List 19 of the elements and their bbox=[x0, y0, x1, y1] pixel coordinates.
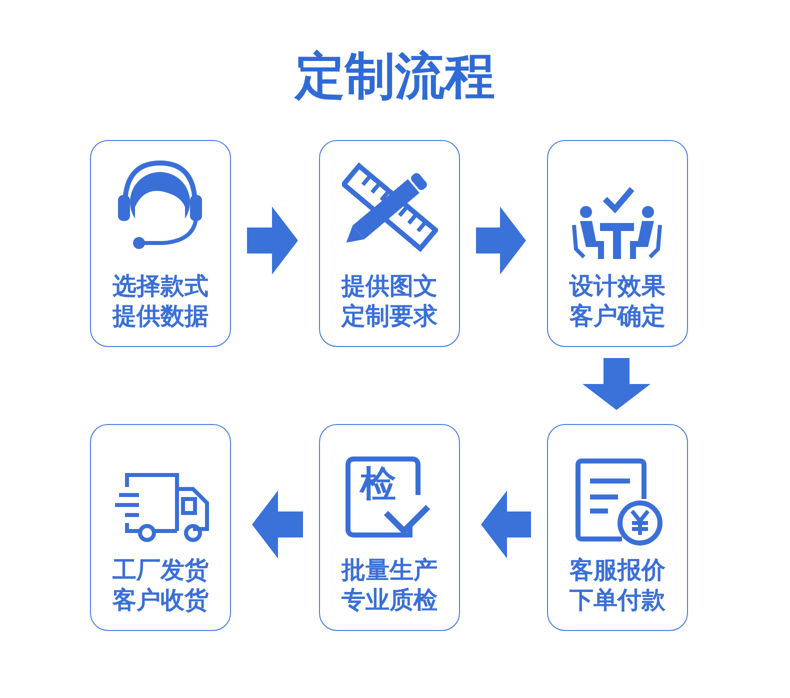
arrow bbox=[252, 490, 303, 558]
step-label: 选择款式提供数据 bbox=[111, 271, 210, 331]
arrow bbox=[247, 206, 298, 274]
arrow bbox=[582, 358, 650, 410]
step-label: 客服报价下单付款 bbox=[568, 555, 666, 615]
icon-character: 检 bbox=[360, 465, 396, 505]
arrow bbox=[476, 206, 526, 274]
step-card bbox=[90, 424, 231, 631]
step-card bbox=[319, 424, 460, 631]
step-card bbox=[90, 140, 231, 347]
step-label: 工厂发货客户收货 bbox=[111, 555, 210, 615]
step-label: 设计效果客户确定 bbox=[568, 271, 666, 331]
step-card bbox=[319, 140, 460, 347]
title: 定制流程 bbox=[293, 46, 496, 106]
step-label: 提供图文定制要求 bbox=[340, 271, 438, 331]
step-card bbox=[547, 424, 688, 631]
step-card bbox=[547, 140, 688, 347]
step-label: 批量生产专业质检 bbox=[340, 555, 438, 615]
arrow bbox=[481, 490, 531, 558]
